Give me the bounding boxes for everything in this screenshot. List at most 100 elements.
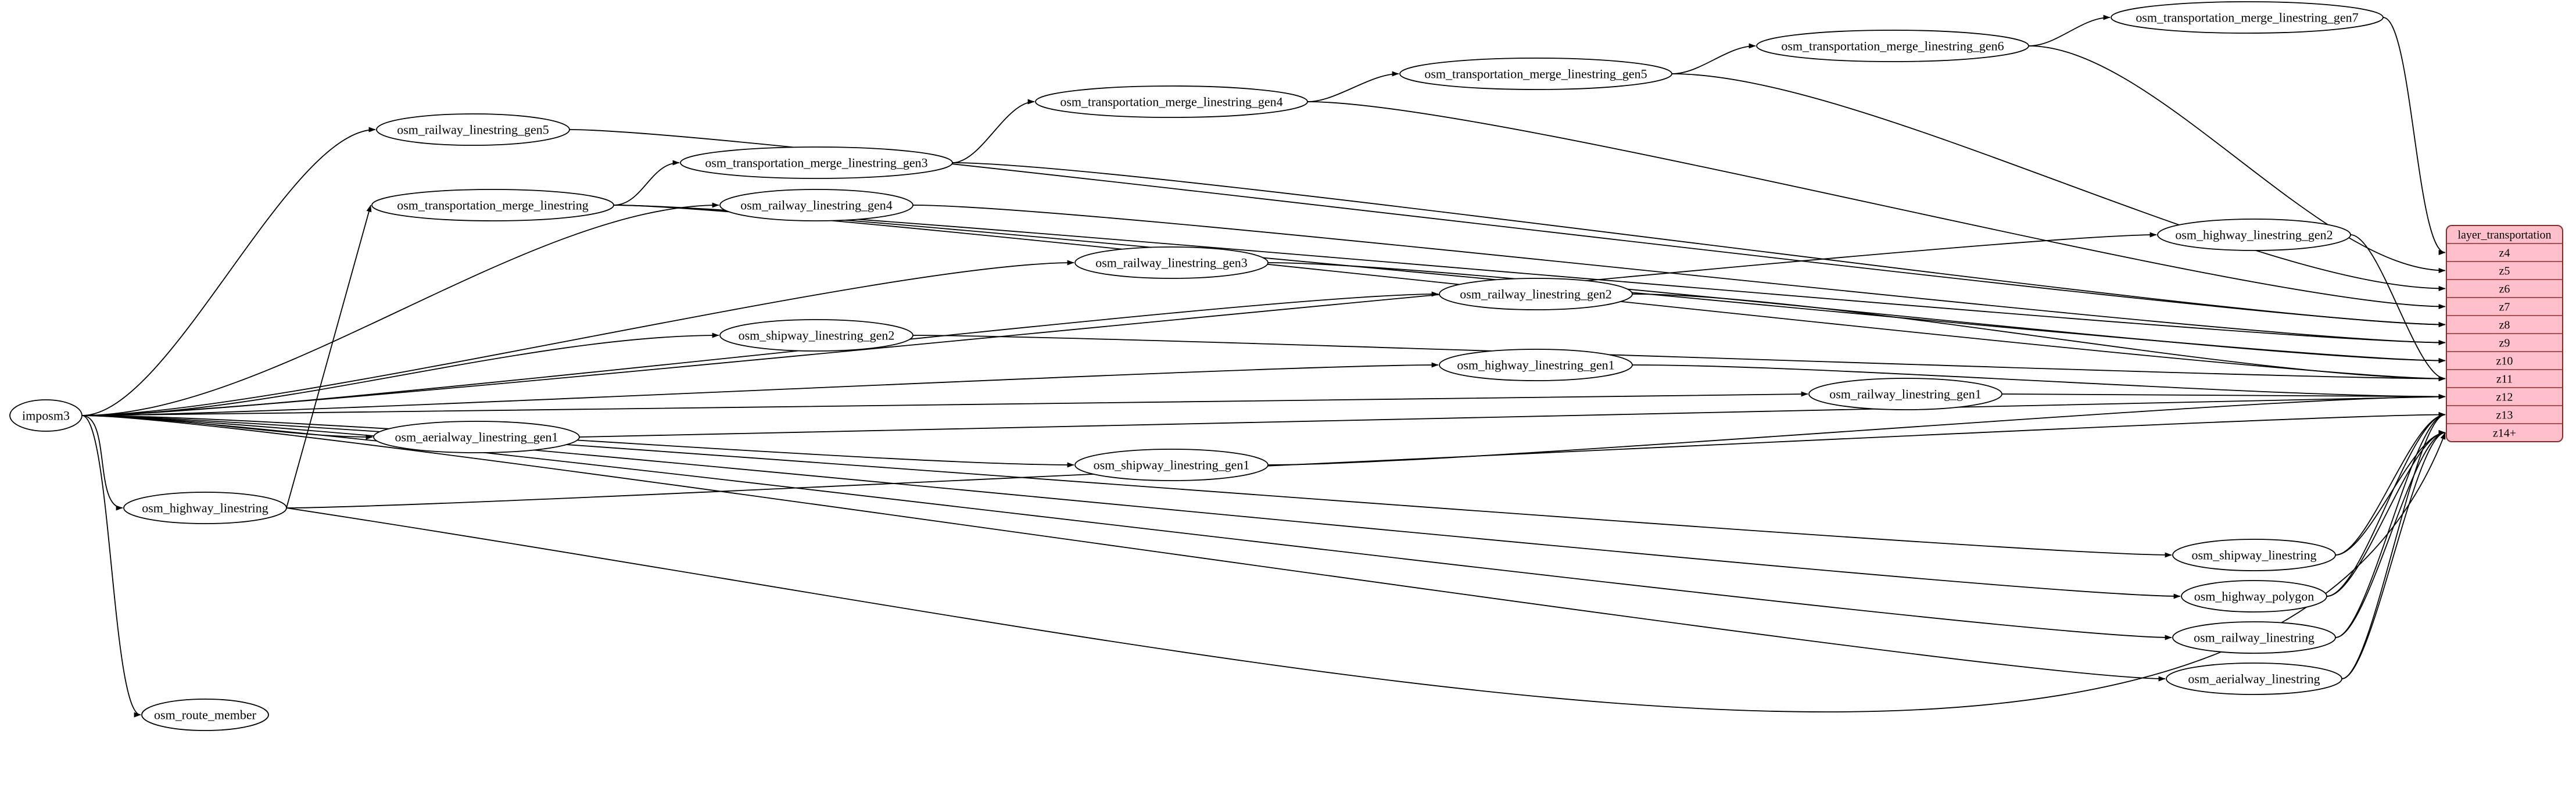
node-label-osm_transportation_merge_linestring_gen6: osm_transportation_merge_linestring_gen6 xyxy=(1781,39,2004,53)
node-ellipse-osm_highway_linestring xyxy=(123,492,287,524)
node-ellipse-osm_aerialway_linestring xyxy=(2166,662,2342,695)
node-label-osm_highway_linestring: osm_highway_linestring xyxy=(142,501,268,515)
node-ellipse-osm_shipway_linestring_gen1 xyxy=(1074,449,1269,481)
node-ellipse-osm_railway_linestring xyxy=(2172,621,2336,654)
node-osm_highway_polygon: osm_highway_polygon xyxy=(2181,580,2327,613)
node-osm_railway_linestring_gen2: osm_railway_linestring_gen2 xyxy=(1439,278,1633,310)
node-ellipse-osm_transportation_merge_linestring xyxy=(371,189,614,221)
node-osm_shipway_linestring_gen2: osm_shipway_linestring_gen2 xyxy=(719,319,913,352)
node-label-osm_railway_linestring_gen1: osm_railway_linestring_gen1 xyxy=(1829,387,1982,402)
edge-osm_shipway_linestring-to-layer-transportation-z13 xyxy=(2335,411,2446,556)
node-ellipse-osm_railway_linestring_gen5 xyxy=(376,113,570,146)
edge-osm_transportation_merge_linestring_gen6-to-layer-transportation-z5 xyxy=(2028,45,2446,274)
node-ellipse-osm_transportation_merge_linestring_gen7 xyxy=(2111,1,2384,34)
node-label-osm_railway_linestring_gen2: osm_railway_linestring_gen2 xyxy=(1460,287,1612,302)
node-osm_railway_linestring_gen3: osm_railway_linestring_gen3 xyxy=(1074,246,1269,279)
node-label-osm_railway_linestring: osm_railway_linestring xyxy=(2194,631,2315,645)
edge-osm_aerialway_linestring_gen1-to-layer-transportation-z12 xyxy=(579,393,2446,438)
record-row-z9: z9 xyxy=(2499,337,2510,350)
node-label-osm_highway_linestring_gen2: osm_highway_linestring_gen2 xyxy=(2175,228,2333,242)
node-osm_railway_linestring_gen4: osm_railway_linestring_gen4 xyxy=(719,189,913,221)
node-ellipse-osm_aerialway_linestring_gen1 xyxy=(373,421,580,453)
node-ellipse-osm_transportation_merge_linestring_gen3 xyxy=(680,146,953,179)
node-osm_aerialway_linestring_gen1: osm_aerialway_linestring_gen1 xyxy=(373,421,580,453)
node-label-osm_railway_linestring_gen4: osm_railway_linestring_gen4 xyxy=(740,198,893,213)
edge-imposm3-to-osm_aerialway_linestring xyxy=(81,415,2166,682)
record-row-z11: z11 xyxy=(2496,373,2513,386)
node-label-osm_transportation_merge_linestring_gen7: osm_transportation_merge_linestring_gen7 xyxy=(2136,10,2358,25)
node-osm_highway_linestring: osm_highway_linestring xyxy=(123,492,287,524)
edge-osm_transportation_merge_linestring_gen6-to-osm_transportation_merge_linestring_gen7 xyxy=(2028,15,2111,46)
node-osm_transportation_merge_linestring: osm_transportation_merge_linestring xyxy=(371,189,614,221)
record-row-z13: z13 xyxy=(2496,409,2513,422)
record-row-z5: z5 xyxy=(2499,265,2510,278)
edge-imposm3-to-osm_highway_linestring xyxy=(81,415,123,511)
edge-osm_highway_linestring_gen2-to-layer-transportation-z11 xyxy=(2350,234,2446,382)
node-ellipse-osm_shipway_linestring xyxy=(2172,539,2336,571)
node-ellipse-osm_shipway_linestring_gen2 xyxy=(719,319,913,352)
edge-osm_transportation_merge_linestring-to-osm_transportation_merge_linestring_gen3 xyxy=(613,160,680,206)
record-row-z14plus: z14+ xyxy=(2493,427,2516,440)
edge-osm_shipway_linestring-to-layer-transportation-z14plus xyxy=(2335,429,2446,556)
node-label-osm_shipway_linestring_gen1: osm_shipway_linestring_gen1 xyxy=(1094,458,1250,472)
edge-osm_transportation_merge_linestring_gen4-to-osm_transportation_merge_linestring_gen5 xyxy=(1307,71,1399,102)
node-ellipse-osm_route_member xyxy=(141,699,269,731)
nodes-layer: imposm3 osm_transportation_merge_linestri… xyxy=(9,1,2384,731)
node-osm_transportation_merge_linestring_gen3: osm_transportation_merge_linestring_gen3 xyxy=(680,146,953,179)
node-ellipse-osm_railway_linestring_gen2 xyxy=(1439,278,1633,310)
edge-imposm3-to-osm_railway_linestring_gen3 xyxy=(81,260,1074,416)
node-ellipse-osm_transportation_merge_linestring_gen6 xyxy=(1756,30,2029,62)
record-layer_transportation: layer_transportationz4z5z6z7z8z9z10z11z1… xyxy=(2446,225,2563,442)
edge-osm_railway_linestring_gen5-to-layer-transportation-z8 xyxy=(569,129,2446,328)
edge-imposm3-to-osm_highway_linestring_gen2 xyxy=(81,232,2157,416)
edge-imposm3-to-osm_aerialway_linestring_gen1 xyxy=(81,415,373,440)
record-header: layer_transportation xyxy=(2457,229,2551,242)
node-ellipse-osm_highway_linestring_gen2 xyxy=(2157,219,2351,251)
node-label-osm_shipway_linestring: osm_shipway_linestring xyxy=(2191,548,2316,563)
record-row-z4: z4 xyxy=(2499,247,2510,260)
record-row-z12: z12 xyxy=(2496,391,2513,404)
node-osm_transportation_merge_linestring_gen7: osm_transportation_merge_linestring_gen7 xyxy=(2111,1,2384,34)
edge-imposm3-to-osm_railway_linestring xyxy=(81,415,2172,640)
edge-imposm3-to-osm_shipway_linestring_gen2 xyxy=(81,332,719,416)
edge-osm_highway_linestring-to-layer-transportation-z13 xyxy=(286,411,2446,508)
node-osm_shipway_linestring: osm_shipway_linestring xyxy=(2172,539,2336,571)
edge-osm_highway_linestring-to-layer-transportation-z14plus xyxy=(286,432,2446,712)
node-osm_highway_linestring_gen1: osm_highway_linestring_gen1 xyxy=(1439,349,1633,381)
node-ellipse-osm_transportation_merge_linestring_gen4 xyxy=(1035,85,1308,118)
edge-imposm3-to-osm_railway_linestring_gen2 xyxy=(81,291,1439,416)
node-ellipse-osm_railway_linestring_gen1 xyxy=(1808,378,2002,410)
node-osm_shipway_linestring_gen1: osm_shipway_linestring_gen1 xyxy=(1074,449,1269,481)
node-label-imposm3: imposm3 xyxy=(22,409,70,423)
node-label-osm_shipway_linestring_gen2: osm_shipway_linestring_gen2 xyxy=(739,328,895,343)
node-label-osm_transportation_merge_linestring: osm_transportation_merge_linestring xyxy=(397,198,589,213)
edge-osm_transportation_merge_linestring_gen3-to-osm_transportation_merge_linestring_gen4 xyxy=(952,99,1035,163)
record-row-z7: z7 xyxy=(2499,301,2510,314)
edge-osm_shipway_linestring_gen1-to-layer-transportation-z12 xyxy=(1267,393,2446,465)
node-label-osm_transportation_merge_linestring_gen5: osm_transportation_merge_linestring_gen5 xyxy=(1424,67,1647,81)
node-ellipse-imposm3 xyxy=(9,399,83,432)
node-osm_route_member: osm_route_member xyxy=(141,699,269,731)
node-osm_highway_linestring_gen2: osm_highway_linestring_gen2 xyxy=(2157,219,2351,251)
node-label-osm_aerialway_linestring: osm_aerialway_linestring xyxy=(2188,672,2320,686)
edge-imposm3-to-osm_route_member xyxy=(81,415,141,718)
node-label-osm_railway_linestring_gen5: osm_railway_linestring_gen5 xyxy=(397,123,549,137)
node-osm_railway_linestring_gen1: osm_railway_linestring_gen1 xyxy=(1808,378,2002,410)
edge-osm_railway_linestring-to-layer-transportation-z14plus xyxy=(2335,430,2446,638)
edge-imposm3-to-osm_railway_linestring_gen5 xyxy=(81,127,376,416)
node-label-osm_route_member: osm_route_member xyxy=(154,708,257,722)
node-osm_transportation_merge_linestring_gen4: osm_transportation_merge_linestring_gen4 xyxy=(1035,85,1308,118)
edge-osm_highway_polygon-to-layer-transportation-z13 xyxy=(2326,411,2446,597)
node-osm_transportation_merge_linestring_gen5: osm_transportation_merge_linestring_gen5 xyxy=(1399,58,1672,90)
node-label-osm_highway_linestring_gen1: osm_highway_linestring_gen1 xyxy=(1457,358,1614,373)
edge-osm_transportation_merge_linestring_gen7-to-layer-transportation-z4 xyxy=(2382,17,2446,255)
edge-osm_aerialway_linestring-to-layer-transportation-z14plus xyxy=(2341,430,2446,679)
node-osm_transportation_merge_linestring_gen6: osm_transportation_merge_linestring_gen6 xyxy=(1756,30,2029,62)
edge-osm_railway_linestring_gen4-to-layer-transportation-z9 xyxy=(912,205,2446,346)
node-ellipse-osm_highway_polygon xyxy=(2181,580,2327,613)
node-ellipse-osm_railway_linestring_gen4 xyxy=(719,189,913,221)
node-ellipse-osm_highway_linestring_gen1 xyxy=(1439,349,1633,381)
edge-imposm3-to-osm_railway_linestring_gen4 xyxy=(81,202,719,416)
